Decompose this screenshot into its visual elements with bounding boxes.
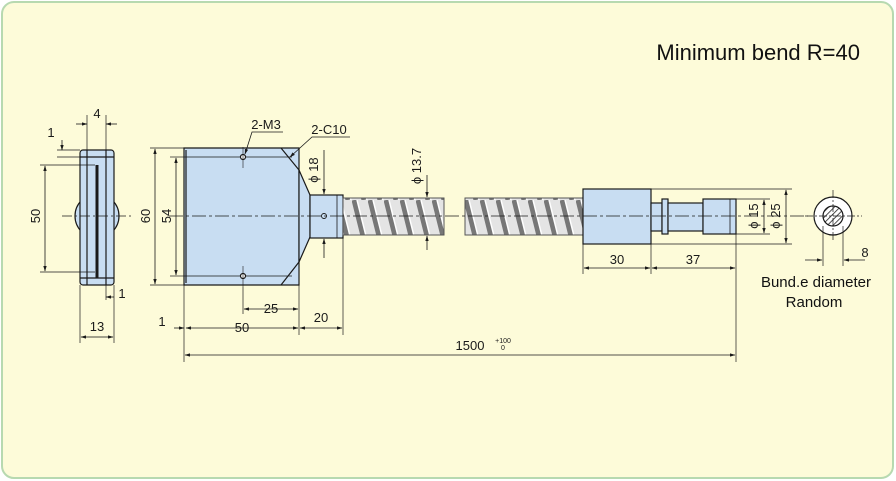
connector-body <box>183 147 344 287</box>
dim-tol-lower: 0 <box>501 345 505 352</box>
dim-outer-height: 60 <box>138 209 153 223</box>
dim-tol-upper: +100 <box>495 338 511 345</box>
dim-side-width: 13 <box>90 319 104 334</box>
dim-len30: 30 <box>610 252 624 267</box>
dim-chamfer: 2-C10 <box>311 122 346 137</box>
spiral-tube-left <box>342 197 445 236</box>
end-sleeve <box>582 188 652 245</box>
body-dimensions <box>150 131 792 362</box>
dim-end: 8 <box>861 245 868 260</box>
bundle-note-line1: Bund.e diameter <box>761 274 871 291</box>
dim-phi15: ϕ 15 <box>746 203 761 228</box>
dim-inner-height: 54 <box>159 209 174 223</box>
dim-phi18: ϕ 18 <box>306 157 321 182</box>
dim-side-height: 50 <box>28 209 43 223</box>
dim-side-edge: 1 <box>118 286 125 301</box>
dim-body-offset: 1 <box>158 314 165 329</box>
connector-taper <box>280 147 300 286</box>
dim-len37: 37 <box>686 252 700 267</box>
dim-neck-len: 20 <box>314 310 328 325</box>
min-bend-note: Minimum bend R=40 <box>656 40 860 65</box>
dim-tap: 2-M3 <box>251 117 281 132</box>
connector-housing <box>183 147 300 286</box>
dim-phi25: ϕ 25 <box>768 203 783 228</box>
end-tip <box>702 198 737 235</box>
bundle-note-line2: Random <box>786 294 843 311</box>
dim-total-len: 1500 <box>456 338 485 353</box>
dim-hole-len: 25 <box>264 301 278 316</box>
dim-side-offset: 1 <box>47 125 54 140</box>
dim-body-len: 50 <box>235 320 249 335</box>
side-view <box>40 115 132 343</box>
end-fitting <box>582 188 737 245</box>
dim-side-top: 4 <box>93 106 100 121</box>
dim-phi13-7: ϕ 13.7 <box>409 148 424 184</box>
end-view <box>805 190 865 266</box>
spiral-tube-right <box>464 197 585 236</box>
